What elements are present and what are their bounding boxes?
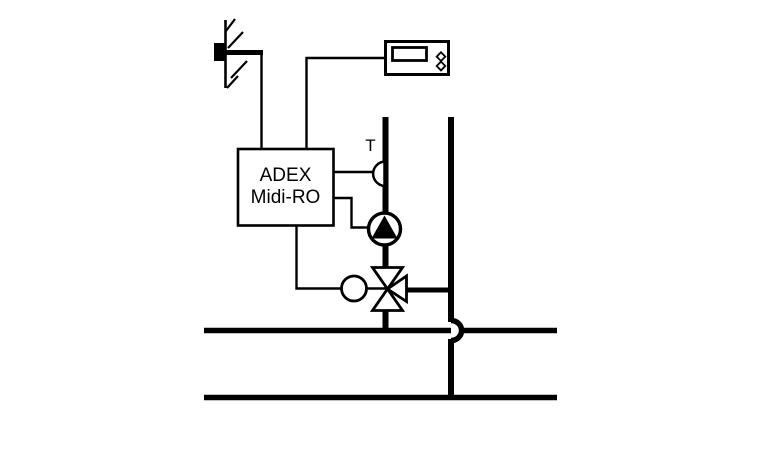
wire-controller-to-actuator	[295, 225, 343, 290]
pipe-jump-crossing-icon	[450, 317, 465, 344]
supply-sensor-label: T	[365, 136, 375, 155]
controller-label-line1: ADEX	[260, 165, 312, 186]
valve-port-top	[369, 266, 406, 292]
controller-label-line2: Midi-RO	[251, 187, 321, 208]
wall-hatch-3	[230, 60, 248, 79]
pump-rotor-triangle	[371, 215, 398, 239]
mixing-valve-icon	[369, 266, 408, 312]
wire-room-unit-to-controller	[305, 56, 385, 150]
wall-hatch-2	[227, 31, 244, 49]
wall-hatch-1	[225, 18, 236, 32]
room-unit-buttons-icon	[435, 50, 447, 72]
valve-actuator-icon	[340, 274, 368, 303]
valve-port-bottom	[369, 286, 406, 312]
supply-sensor-icon	[371, 160, 386, 188]
room-unit-display	[391, 46, 428, 62]
outdoor-sensor-icon	[214, 43, 226, 61]
room-unit	[384, 40, 450, 76]
pump-icon	[366, 211, 403, 247]
valve-port-right	[384, 273, 408, 305]
wall-hatch-4	[226, 75, 239, 89]
controller-box: ADEX Midi-RO	[236, 147, 335, 227]
pipe-jump-arc	[450, 317, 465, 344]
room-unit-button-down	[435, 60, 447, 72]
wire-controller-to-pump	[333, 196, 370, 229]
controller-body	[236, 147, 335, 227]
